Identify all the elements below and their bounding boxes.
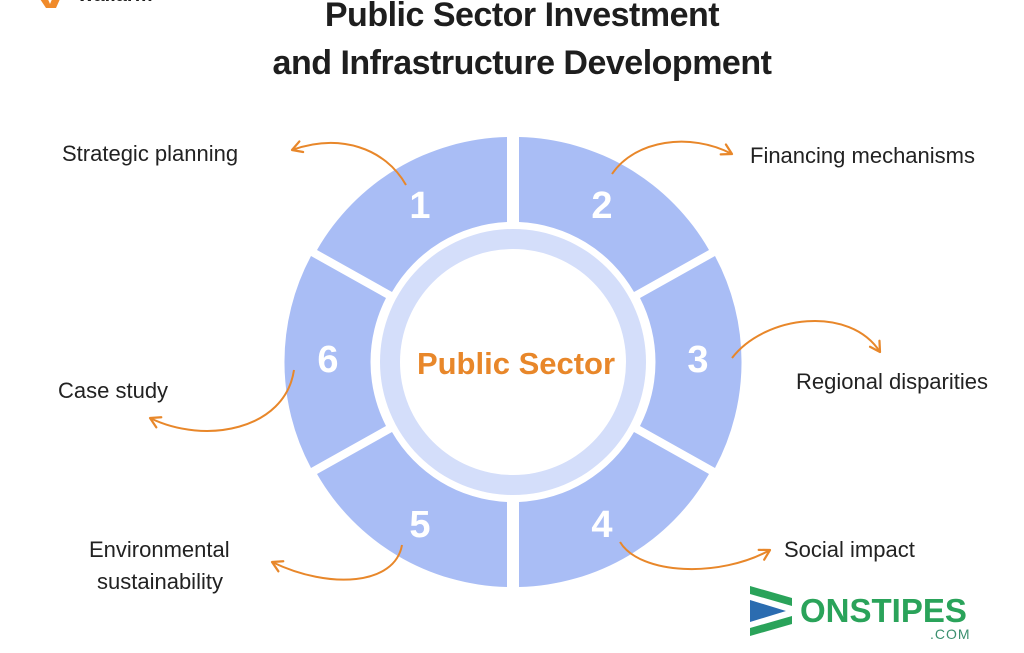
segment-number-5: 5 — [409, 504, 430, 546]
label-sustainability: sustainability — [97, 569, 223, 594]
segment-2 — [519, 137, 709, 292]
label-social-impact: Social impact — [784, 537, 915, 562]
arrow-4 — [619, 541, 772, 570]
brand-mark-icon — [750, 586, 792, 636]
brand-suffix: .COM — [930, 626, 971, 642]
segment-number-4: 4 — [591, 504, 612, 546]
arrow-3 — [731, 320, 882, 359]
center-label: Public Sector — [417, 346, 615, 381]
brand-logo: ONSTIPES .COM — [748, 584, 988, 646]
segment-number-2: 2 — [591, 185, 612, 227]
segment-4 — [519, 432, 709, 587]
arrow-1 — [290, 140, 407, 186]
label-environmental: Environmental — [89, 537, 230, 562]
arrow-2 — [611, 140, 734, 175]
title-line-1: Public Sector Investment — [324, 0, 720, 34]
label-strategic-planning: Strategic planning — [62, 141, 239, 166]
segment-number-6: 6 — [317, 339, 338, 381]
logo-mark-icon — [40, 0, 60, 8]
arrow-6 — [148, 369, 295, 432]
label-case-study: Case study — [58, 378, 169, 403]
center-disk — [400, 249, 626, 475]
label-regional-disparities: Regional disparities — [796, 369, 988, 394]
segment-5 — [317, 432, 507, 587]
title-line-2: and Infrastructure Development — [272, 44, 772, 82]
segment-3 — [640, 256, 742, 468]
arrow-5 — [270, 544, 403, 581]
logo-text: wallarm — [78, 0, 152, 7]
brand-name: ONSTIPES — [800, 592, 967, 629]
segment-number-1: 1 — [409, 185, 430, 227]
segment-1 — [317, 137, 507, 292]
segment-6 — [284, 256, 386, 468]
label-financing-mechanisms: Financing mechanisms — [750, 143, 975, 168]
segment-number-3: 3 — [687, 339, 708, 381]
